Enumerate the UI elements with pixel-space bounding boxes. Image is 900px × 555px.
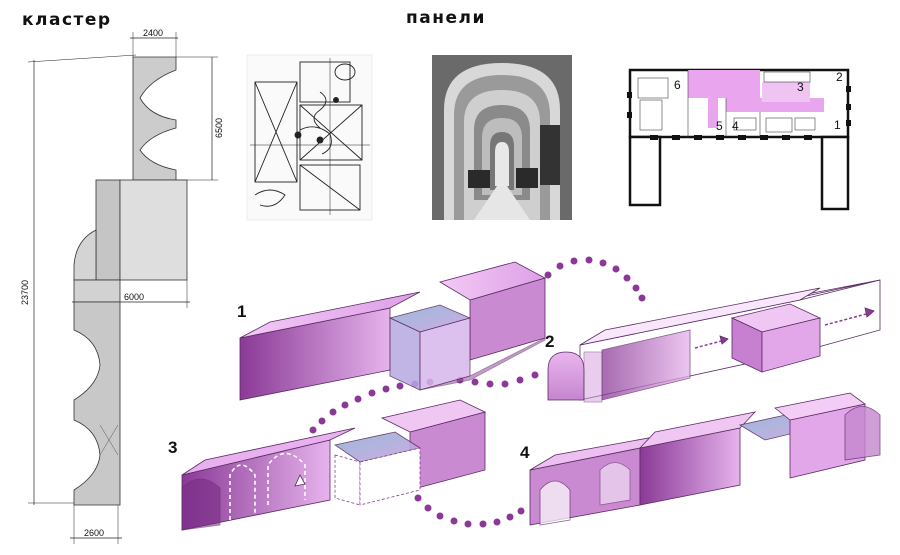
- step-4-label: 4: [520, 443, 530, 462]
- plan-label-2: 2: [836, 70, 843, 84]
- dim-bottom-width: 2600: [84, 528, 105, 538]
- plan-label-5: 5: [716, 119, 723, 133]
- dotted-connectors: [309, 256, 646, 528]
- step-2-label: 2: [545, 332, 555, 351]
- plan-label-3: 3: [797, 80, 804, 94]
- lower-column: [73, 301, 121, 506]
- top-column: [132, 56, 177, 181]
- plan-label-1: 1: [834, 118, 841, 132]
- dim-mid-width: 6000: [124, 292, 145, 302]
- cluster-heading: кластер: [22, 10, 112, 30]
- plan-label-6: 6: [674, 78, 681, 92]
- diagram-4: [529, 392, 881, 526]
- diagram-3: [181, 399, 487, 531]
- panels-heading: панели: [406, 8, 486, 28]
- plan-label-4: 4: [732, 119, 739, 133]
- middle-block: [119, 179, 188, 281]
- diagram-2: [547, 279, 881, 403]
- step-1-label: 1: [237, 302, 247, 321]
- step-3-label: 3: [168, 438, 178, 457]
- dim-top-width: 2400: [143, 28, 164, 38]
- diagram-1: [239, 261, 547, 401]
